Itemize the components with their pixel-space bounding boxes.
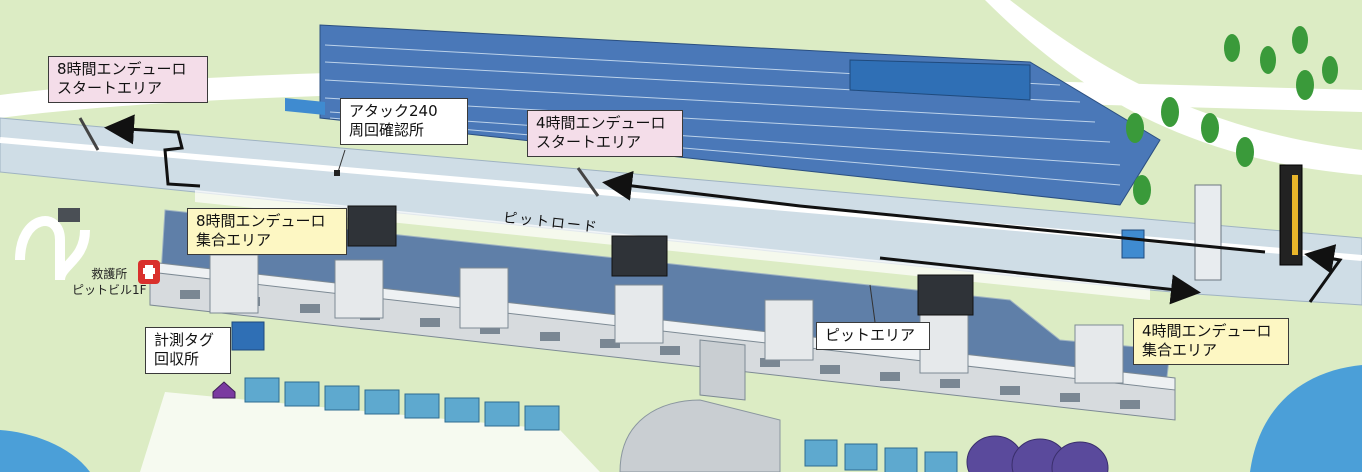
pit-lane-strip [195, 190, 1150, 300]
domes [966, 435, 1109, 472]
pit-towers [209, 254, 1124, 384]
label-8h-start-line2: スタートエリア [57, 79, 163, 97]
label-4h-gather-line1: 4時間エンデューロ [1142, 322, 1272, 340]
right-road [985, 0, 1362, 175]
start-line-4h [576, 167, 600, 197]
stand-small [285, 98, 325, 115]
label-aid-station: 救護所 ピットビル1F [72, 266, 147, 298]
tag-booth [231, 321, 265, 351]
label-pit-area: ピットエリア [816, 322, 930, 350]
screens [347, 205, 974, 316]
hand-aid-icon [138, 260, 160, 284]
label-4h-gather-line2: 集合エリア [1142, 341, 1218, 359]
label-4h-start-line2: スタートエリア [536, 133, 642, 151]
parking-lot [140, 392, 600, 472]
tent [212, 381, 236, 399]
label-8h-gather-line2: 集合エリア [196, 231, 272, 249]
attack240-marker [334, 170, 340, 176]
label-8h-gather-line1: 8時間エンデューロ [196, 212, 326, 230]
tower-strip [1292, 175, 1298, 255]
garage-blocks [244, 377, 958, 472]
pit-area-pointer [869, 284, 876, 323]
left-sign [58, 208, 80, 222]
label-aid-line1: 救護所 [91, 267, 128, 281]
route-arrow-right [1304, 244, 1343, 303]
route-arrow-4h-top [602, 170, 1266, 254]
label-tag-return-line1: 計測タグ [154, 331, 215, 349]
trees [1126, 26, 1338, 205]
label-attack240-line2: 周回確認所 [349, 121, 425, 139]
pond-right [1250, 365, 1362, 472]
left-curve [15, 216, 90, 281]
label-8h-start-line1: 8時間エンデューロ [57, 60, 187, 78]
label-tag-return: 計測タグ 回収所 [145, 327, 231, 374]
label-4h-start-line1: 4時間エンデューロ [536, 114, 666, 132]
label-aid-line2: ピットビル1F [72, 283, 147, 297]
label-4h-start-area: 4時間エンデューロ スタートエリア [527, 110, 683, 157]
route-arrow-8h [104, 114, 201, 188]
label-8h-start-area: 8時間エンデューロ スタートエリア [48, 56, 208, 103]
gantry [1194, 184, 1222, 281]
route-arrow-4h-bottom [879, 256, 1201, 305]
plaza [619, 399, 781, 472]
timing-tower [1279, 164, 1303, 266]
booth [1121, 229, 1145, 259]
label-attack240: アタック240 周回確認所 [340, 98, 468, 145]
label-8h-gather-area: 8時間エンデューロ 集合エリア [187, 208, 347, 255]
label-pit-area-text: ピットエリア [825, 326, 916, 344]
label-4h-gather-area: 4時間エンデューロ 集合エリア [1133, 318, 1289, 365]
pond-left [0, 430, 90, 472]
walkway [699, 339, 746, 401]
attack240-pointer [337, 149, 346, 173]
grandstand-roof [849, 59, 1031, 101]
label-attack240-line1: アタック240 [349, 102, 438, 120]
label-tag-return-line2: 回収所 [154, 350, 200, 368]
start-line-8h [78, 117, 100, 151]
